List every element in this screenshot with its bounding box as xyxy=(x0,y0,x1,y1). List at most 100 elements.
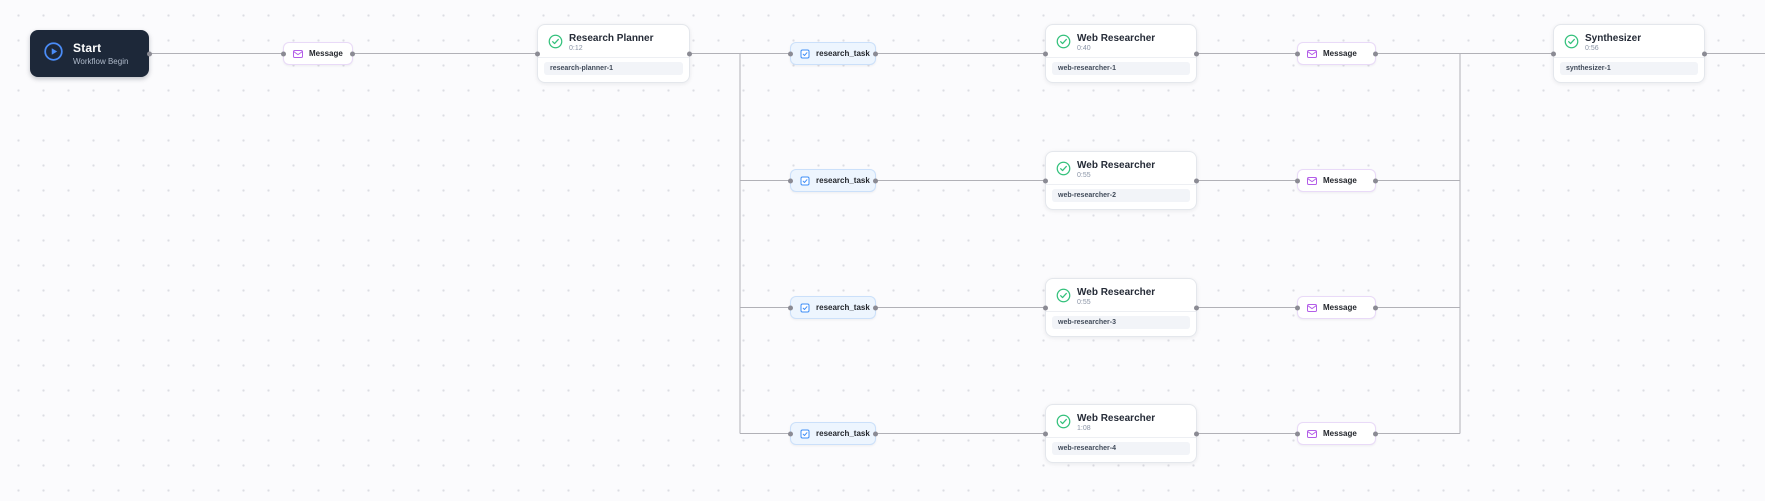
node-label: research_task xyxy=(816,303,870,312)
connection-handle-right[interactable] xyxy=(1373,431,1378,436)
node-label: research_task xyxy=(816,49,870,58)
node-id-badge: web-researcher-1 xyxy=(1052,62,1190,75)
node-web-researcher-4[interactable]: Web Researcher 1:08 web-researcher-4 xyxy=(1043,404,1199,463)
connection-handle-right[interactable] xyxy=(873,431,878,436)
card-header: Synthesizer 0:56 xyxy=(1554,25,1704,52)
workflow-edges xyxy=(149,53,1765,434)
node-research-task-1[interactable]: research_task xyxy=(788,42,878,65)
connection-handle-left[interactable] xyxy=(281,51,286,56)
connection-handle-left[interactable] xyxy=(1551,51,1556,56)
connection-handle-left[interactable] xyxy=(1043,51,1048,56)
node-message-2[interactable]: Message xyxy=(1295,169,1378,192)
mail-icon xyxy=(1306,302,1318,314)
card-header: Web Researcher 1:08 xyxy=(1046,405,1196,432)
node-title: Start xyxy=(73,41,102,55)
card-footer: research-planner-1 xyxy=(538,57,689,79)
node-web-researcher-2[interactable]: Web Researcher 0:55 web-researcher-2 xyxy=(1043,151,1199,210)
check-circle-icon xyxy=(1056,414,1071,429)
connection-handle-left[interactable] xyxy=(535,51,540,56)
node-title: Web Researcher xyxy=(1077,413,1156,424)
node-synthesizer[interactable]: Synthesizer 0:56 synthesizer-1 xyxy=(1551,24,1707,83)
connection-handle-right[interactable] xyxy=(1373,51,1378,56)
mail-icon xyxy=(1306,175,1318,187)
connection-handle-left[interactable] xyxy=(1043,305,1048,310)
node-start[interactable]: Start Workflow Begin xyxy=(30,30,152,77)
connection-handle-left[interactable] xyxy=(1043,178,1048,183)
card-footer: web-researcher-1 xyxy=(1046,57,1196,79)
node-id-badge: web-researcher-3 xyxy=(1052,316,1190,329)
node-title: Web Researcher xyxy=(1077,160,1156,171)
connection-handle-right[interactable] xyxy=(1194,431,1199,436)
card-footer: web-researcher-4 xyxy=(1046,437,1196,459)
node-elapsed-time: 0:40 xyxy=(1077,45,1091,52)
connection-handle-left[interactable] xyxy=(1295,431,1300,436)
connection-handle-right[interactable] xyxy=(873,178,878,183)
connection-handle-left[interactable] xyxy=(788,305,793,310)
node-web-researcher-1[interactable]: Web Researcher 0:40 web-researcher-1 xyxy=(1043,24,1199,83)
node-research-task-4[interactable]: research_task xyxy=(788,422,878,445)
node-research-task-2[interactable]: research_task xyxy=(788,169,878,192)
node-message-3[interactable]: Message xyxy=(1295,296,1378,319)
connection-handle-left[interactable] xyxy=(1295,178,1300,183)
check-circle-icon xyxy=(548,34,563,49)
node-label: Message xyxy=(1323,429,1357,438)
node-id-badge: web-researcher-2 xyxy=(1052,189,1190,202)
check-circle-icon xyxy=(1056,288,1071,303)
node-title: Synthesizer xyxy=(1585,33,1642,44)
node-id-badge: web-researcher-4 xyxy=(1052,442,1190,455)
connection-handle-right[interactable] xyxy=(1373,305,1378,310)
mail-icon xyxy=(1306,428,1318,440)
connection-handle-right[interactable] xyxy=(1194,51,1199,56)
card-header: Web Researcher 0:40 xyxy=(1046,25,1196,52)
check-circle-icon xyxy=(1564,34,1579,49)
node-web-researcher-3[interactable]: Web Researcher 0:55 web-researcher-3 xyxy=(1043,278,1199,337)
connection-handle-left[interactable] xyxy=(1043,431,1048,436)
card-footer: synthesizer-1 xyxy=(1554,57,1704,79)
node-message-4[interactable]: Message xyxy=(1295,422,1378,445)
node-message-0[interactable]: Message xyxy=(281,42,355,65)
card-header: Web Researcher 0:55 xyxy=(1046,279,1196,306)
task-icon xyxy=(799,48,811,60)
connection-handle-right[interactable] xyxy=(147,51,152,56)
node-id-badge: synthesizer-1 xyxy=(1560,62,1698,75)
card-header: Research Planner 0:12 xyxy=(538,25,689,52)
connection-handle-right[interactable] xyxy=(1373,178,1378,183)
node-label: Message xyxy=(1323,176,1357,185)
node-message-1[interactable]: Message xyxy=(1295,42,1378,65)
card-header: Web Researcher 0:55 xyxy=(1046,152,1196,179)
node-elapsed-time: 0:56 xyxy=(1585,45,1599,52)
node-label: Message xyxy=(1323,49,1357,58)
node-research-planner[interactable]: Research Planner 0:12 research-planner-1 xyxy=(535,24,692,83)
node-title: Research Planner xyxy=(569,33,654,44)
node-elapsed-time: 0:12 xyxy=(569,45,583,52)
connection-handle-right[interactable] xyxy=(873,305,878,310)
connection-handle-left[interactable] xyxy=(788,431,793,436)
task-icon xyxy=(799,302,811,314)
start-subtitle: Workflow Begin xyxy=(73,57,129,66)
node-label: Message xyxy=(309,49,343,58)
node-elapsed-time: 1:08 xyxy=(1077,425,1091,432)
node-elapsed-time: 0:55 xyxy=(1077,172,1091,179)
node-title: Web Researcher xyxy=(1077,287,1156,298)
card-footer: web-researcher-3 xyxy=(1046,311,1196,333)
connection-handle-right[interactable] xyxy=(1194,178,1199,183)
connection-handle-right[interactable] xyxy=(1702,51,1707,56)
check-circle-icon xyxy=(1056,161,1071,176)
card-footer: web-researcher-2 xyxy=(1046,184,1196,206)
connection-handle-right[interactable] xyxy=(350,51,355,56)
connection-handle-left[interactable] xyxy=(1295,305,1300,310)
connection-handle-right[interactable] xyxy=(1194,305,1199,310)
connection-handle-right[interactable] xyxy=(687,51,692,56)
connection-handle-left[interactable] xyxy=(788,51,793,56)
connection-handle-left[interactable] xyxy=(788,178,793,183)
node-label: research_task xyxy=(816,176,870,185)
mail-icon xyxy=(292,48,304,60)
node-elapsed-time: 0:55 xyxy=(1077,299,1091,306)
node-research-task-3[interactable]: research_task xyxy=(788,296,878,319)
connection-handle-right[interactable] xyxy=(873,51,878,56)
task-icon xyxy=(799,175,811,187)
connection-handle-left[interactable] xyxy=(1295,51,1300,56)
play-icon xyxy=(43,41,64,67)
